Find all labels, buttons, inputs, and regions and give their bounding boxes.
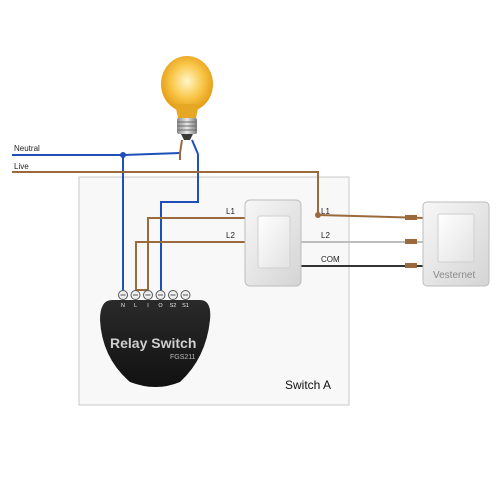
- l1-left-wire: [147, 217, 245, 290]
- neutral-junction: [120, 152, 126, 158]
- terminal-label-i: I: [147, 303, 149, 309]
- live-label: Live: [14, 162, 29, 171]
- lamp-wire: [160, 154, 199, 290]
- switch-a-label: Switch A: [285, 378, 331, 392]
- relay-title: Relay Switch: [110, 335, 196, 351]
- com-connector: [405, 263, 417, 268]
- terminal-label-o: O: [158, 303, 163, 309]
- switch-b-brand: Vesternet: [433, 270, 475, 281]
- relay-model: FGS211: [170, 354, 196, 361]
- neutral-label: Neutral: [14, 144, 40, 153]
- l1-right-label: L1: [321, 207, 330, 216]
- l1-left-label: L1: [226, 207, 235, 216]
- terminal-label-s1: S1: [182, 303, 189, 309]
- l2-right-label: L2: [321, 231, 330, 240]
- terminal-label-n: N: [121, 303, 125, 309]
- switch-b-device: Vesternet: [422, 201, 490, 287]
- l2-left-wire: [135, 241, 245, 290]
- l2-left-label: L2: [226, 231, 235, 240]
- l2-right-connector: [405, 239, 417, 244]
- com-label: COM: [321, 255, 340, 264]
- switch-a-device: [244, 199, 302, 287]
- l1-right-connector: [405, 215, 417, 220]
- terminal-label-l: L: [134, 303, 137, 309]
- relay-terminals: N L I O S2 S1: [118, 290, 191, 309]
- live-wire: [12, 171, 319, 215]
- terminal-label-s2: S2: [170, 303, 177, 309]
- light-bulb-icon: [161, 56, 213, 155]
- relay-switch-module: Relay Switch FGS211 N L I O S2 S1: [100, 290, 211, 387]
